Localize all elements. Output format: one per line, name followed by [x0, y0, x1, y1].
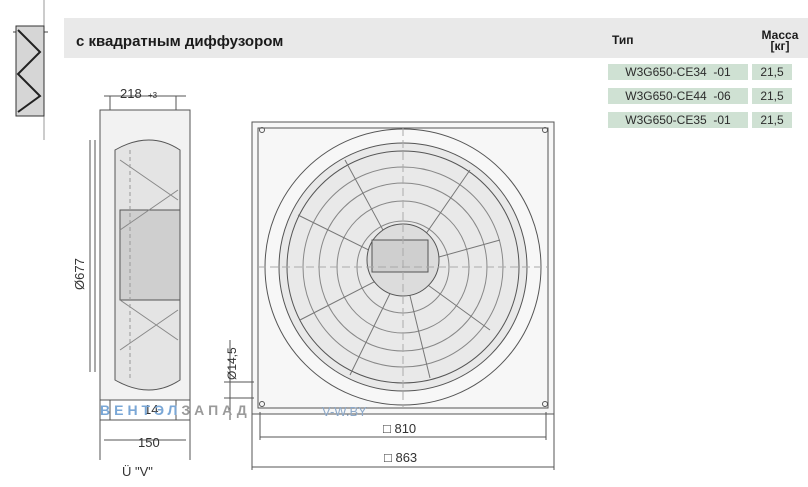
column-header-type: Тип [612, 33, 634, 47]
watermark-url: V-W.BY [322, 404, 367, 419]
view-label: Ü "V" [122, 464, 153, 479]
dim-depth: 218 [120, 86, 142, 101]
type-cell-1: W3G650-CE34 -01 [608, 64, 748, 80]
type-cell-3: W3G650-CE35 -01 [608, 112, 748, 128]
header-bar [64, 18, 808, 58]
fan-side-icon [13, 0, 48, 140]
dim-depth-tolerance: +3 [148, 91, 158, 100]
dim-diameter: Ø677 [72, 258, 87, 290]
fan-front-view [251, 121, 555, 415]
type-cell-2: W3G650-CE44 -06 [608, 88, 748, 104]
dimension-lines [224, 340, 555, 470]
dim-square-863: □ 863 [384, 450, 417, 465]
mass-cell-2: 21,5 [752, 88, 792, 104]
dim-hole: Ø14,5 [225, 347, 239, 380]
dim-square-810: □ 810 [383, 421, 416, 436]
mass-unit: [кг] [770, 39, 790, 53]
watermark-part1: ВЕНТЭЛ [100, 402, 182, 418]
watermark-part2: ЗАПАД [181, 402, 251, 418]
page-title: с квадратным диффузором [76, 33, 284, 50]
mass-label: Масса [761, 28, 799, 42]
column-header-mass: Масса [кг] [752, 28, 808, 53]
mass-cell-3: 21,5 [752, 112, 792, 128]
mass-cell-1: 21,5 [752, 64, 792, 80]
fan-side-view [89, 95, 191, 460]
dim-offset-150: 150 [138, 435, 160, 450]
dim-offset-14: 14 [144, 402, 158, 417]
watermark: ВЕНТЭЛЗАПАД [100, 402, 251, 418]
